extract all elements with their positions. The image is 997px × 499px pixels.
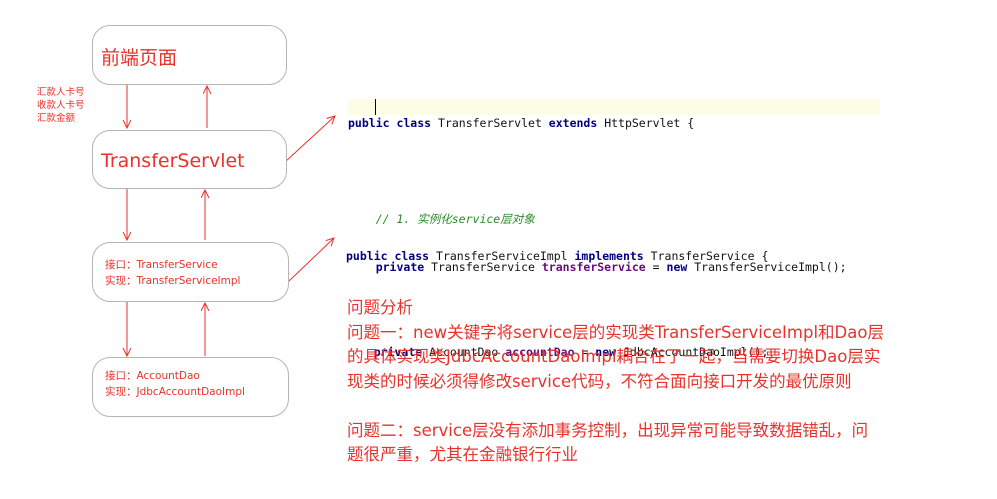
- request-params: 汇款人卡号 收款人卡号 汇款金额: [37, 86, 85, 125]
- service-impl-label: 实现：TransferServiceImpl: [105, 275, 241, 287]
- code-servlet-comment: // 1. 实例化service层对象: [375, 212, 535, 226]
- dao-impl-label: 实现：JdbcAccountDaoImpl: [105, 386, 245, 398]
- code-service: public class TransferServiceImpl impleme…: [346, 216, 768, 376]
- arrow-servlet-to-code: [284, 116, 335, 163]
- analysis-p2-line-1: 问题二：service层没有添加事务控制，出现异常可能导致数据错乱，问: [347, 420, 869, 440]
- service-interface-label: 接口：TransferService: [105, 259, 218, 271]
- frontend-box-title: 前端页面: [101, 47, 178, 69]
- code-service-line-1: public class TransferServiceImpl impleme…: [346, 249, 769, 263]
- dao-box: [92, 357, 289, 417]
- param-payer-card: 汇款人卡号: [37, 87, 85, 98]
- problem-analysis: 问题分析 问题一：new关键字将service层的实现类TransferServ…: [347, 296, 884, 468]
- servlet-box-title: TransferServlet: [101, 150, 245, 172]
- analysis-heading: 问题分析: [347, 298, 413, 317]
- code-servlet-line-3: private TransferService transferService …: [375, 260, 847, 274]
- code-servlet-line-1: public class TransferServlet extends Htt…: [348, 116, 695, 130]
- param-amount: 汇款金额: [37, 113, 76, 124]
- analysis-p2-line-2: 题很严重，尤其在金融银行行业: [347, 445, 578, 464]
- code-servlet: public class TransferServlet extends Htt…: [348, 83, 847, 291]
- arrow-service-to-code: [288, 238, 334, 282]
- analysis-p1-line-3: 现类的时候必须得修改service代码，不符合面向接口开发的最优原则: [347, 371, 852, 391]
- dao-interface-label: 接口：AccountDao: [105, 370, 200, 382]
- service-box: [92, 242, 289, 302]
- current-line-highlight: [348, 99, 880, 115]
- code-servlet-blank-line: ​: [348, 163, 847, 179]
- text-caret: [375, 99, 376, 115]
- servlet-box: [92, 130, 287, 189]
- analysis-p1-line-1: 问题一：new关键字将service层的实现类TransferServiceIm…: [347, 322, 884, 342]
- analysis-spacer: ​: [347, 394, 884, 419]
- code-service-line-2: private AccountDao accountDao = new Jdbc…: [373, 345, 769, 359]
- param-payee-card: 收款人卡号: [37, 100, 85, 111]
- analysis-p1-line-2: 的具体实现类JdbcAccountDaoImpl耦合在了一起，当需要切换Dao层…: [347, 347, 881, 366]
- frontend-box: [92, 25, 287, 85]
